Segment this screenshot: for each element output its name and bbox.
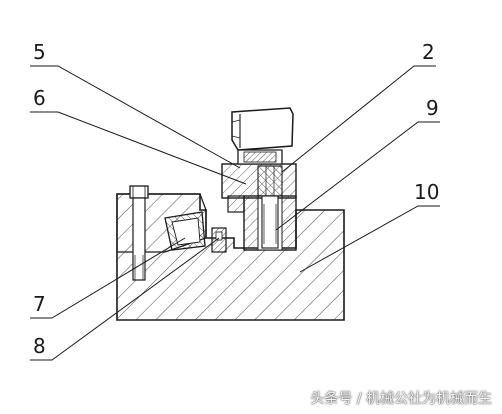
- leader-10: [299, 205, 440, 273]
- callout-6: 6: [33, 86, 46, 110]
- leader-2: [281, 65, 436, 173]
- callout-8: 8: [33, 334, 46, 358]
- left-bolt: [129, 185, 149, 281]
- leader-9: [275, 121, 440, 231]
- callout-9: 9: [426, 96, 439, 120]
- leader-5: [30, 65, 241, 169]
- watermark-text: 头条号 / 机械公社为机械而生: [310, 391, 492, 407]
- leader-8: [30, 237, 220, 361]
- callout-10: 10: [414, 180, 439, 204]
- leader-6: [30, 111, 247, 185]
- leader-lines: [30, 65, 440, 361]
- part-7-clamp-block: [116, 193, 207, 253]
- leader-7: [30, 237, 186, 319]
- part-6-center-bolt: [257, 165, 283, 249]
- part-5-top-cap: [231, 107, 294, 164]
- callout-2: 2: [422, 40, 435, 64]
- part-8-pin: [211, 227, 227, 253]
- callout-7: 7: [33, 292, 46, 316]
- callout-5: 5: [33, 40, 46, 64]
- part-10-base-block: [116, 193, 345, 321]
- wedge-insert: [164, 211, 206, 251]
